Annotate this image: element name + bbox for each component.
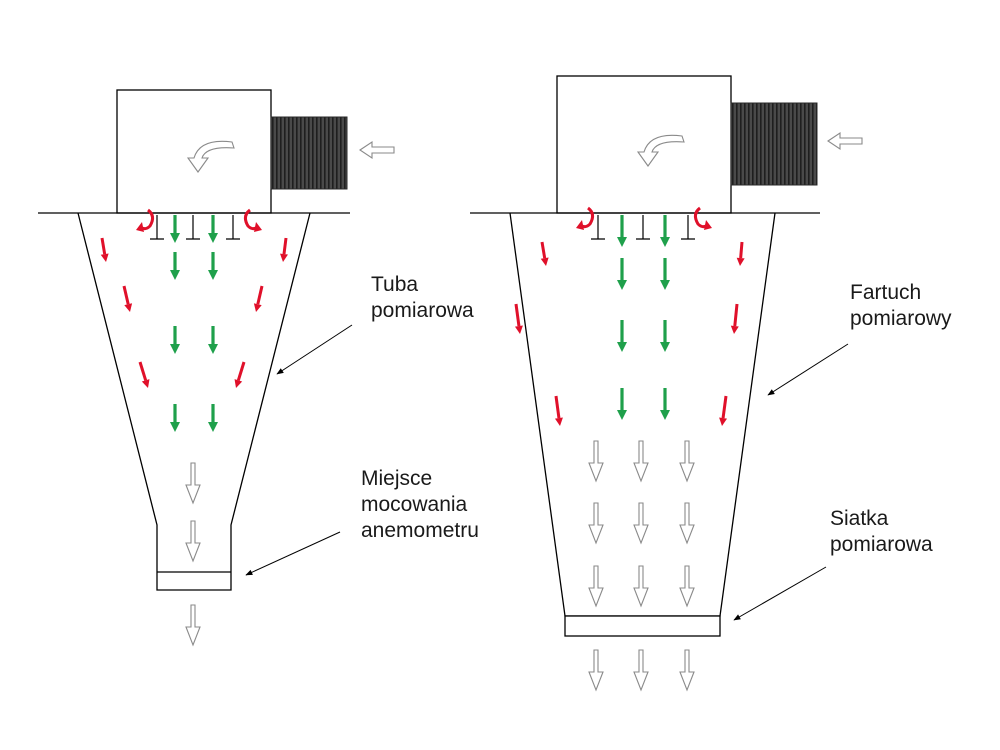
label-tube: Tuba pomiarowa <box>371 272 474 324</box>
left-hose-coupling-icon <box>270 116 348 190</box>
red-curved-arrow-icon <box>693 206 712 230</box>
guide-vane <box>591 215 605 240</box>
hollow-down-arrow-icon <box>679 565 695 608</box>
label-anemometer-mount-line-2: mocowania <box>361 493 468 516</box>
hollow-down-arrow-icon <box>633 502 649 545</box>
inlet-hollow-arrow-icon <box>359 140 395 160</box>
green-down-arrow-icon <box>208 326 218 354</box>
green-down-arrow-icon <box>617 215 627 247</box>
green-down-arrow-icon <box>617 258 627 290</box>
pointer-tube <box>276 324 353 375</box>
red-curved-arrow-icon <box>576 206 595 230</box>
green-down-arrow-icon <box>208 252 218 280</box>
label-apron-line-1: Fartuch <box>850 281 922 304</box>
green-down-arrow-icon <box>660 320 670 352</box>
hollow-down-arrow-icon <box>633 649 649 692</box>
hollow-down-arrow-icon <box>679 440 695 483</box>
green-down-arrow-icon <box>170 215 180 243</box>
swirl-arrow-icon <box>636 134 685 167</box>
green-down-arrow-icon <box>660 258 670 290</box>
red-curved-arrow-icon <box>554 395 563 426</box>
green-down-arrow-icon <box>208 215 218 243</box>
left-fan-housing <box>116 89 272 214</box>
hollow-down-arrow-icon <box>588 502 604 545</box>
airflow-arrows <box>100 131 863 692</box>
green-down-arrow-icon <box>660 215 670 247</box>
green-down-arrow-icon <box>170 404 180 432</box>
measuring-grid <box>564 615 721 637</box>
red-curved-arrow-icon <box>234 361 246 388</box>
red-curved-arrow-icon <box>730 303 739 334</box>
red-curved-arrow-icon <box>280 237 288 262</box>
green-down-arrow-icon <box>617 320 627 352</box>
red-curved-arrow-icon <box>136 208 155 232</box>
hollow-down-arrow-icon <box>588 649 604 692</box>
red-curved-arrow-icon <box>253 285 264 312</box>
swirl-arrow-icon <box>186 140 235 173</box>
green-down-arrow-icon <box>170 252 180 280</box>
red-curved-arrow-icon <box>736 241 745 266</box>
label-anemometer-mount-line-3: anemometru <box>361 519 479 542</box>
label-apron-line-2: pomiarowy <box>850 307 952 330</box>
pointer-apron <box>767 343 849 396</box>
tube-device <box>38 89 350 591</box>
red-curved-arrow-icon <box>243 208 262 232</box>
pointer-grid <box>733 566 827 621</box>
label-apron: Fartuch pomiarowy <box>850 280 952 332</box>
pointer-anemometer-mount <box>245 531 341 576</box>
hollow-down-arrow-icon <box>185 520 201 563</box>
apron-device <box>470 75 820 637</box>
label-tube-line-1: Tuba <box>371 273 419 296</box>
green-down-arrow-icon <box>208 404 218 432</box>
green-down-arrow-icon <box>660 388 670 420</box>
guide-vane <box>636 215 650 240</box>
label-grid: Siatka pomiarowa <box>830 506 933 558</box>
label-anemometer-mount-line-1: Miejsce <box>361 467 433 490</box>
hollow-down-arrow-icon <box>633 440 649 483</box>
guide-vane <box>150 215 164 240</box>
hollow-down-arrow-icon <box>588 565 604 608</box>
red-curved-arrow-icon <box>719 395 728 426</box>
right-apron-body <box>509 212 776 617</box>
label-anemometer-mount: Miejsce mocowania anemometru <box>361 466 479 544</box>
guide-vane <box>226 215 240 240</box>
red-curved-arrow-icon <box>100 237 109 262</box>
label-grid-line-1: Siatka <box>830 507 889 530</box>
hollow-down-arrow-icon <box>679 649 695 692</box>
inlet-hollow-arrow-icon <box>827 131 863 151</box>
guide-vane <box>681 215 695 240</box>
red-curved-arrow-icon <box>122 285 133 312</box>
hollow-down-arrow-icon <box>185 604 201 647</box>
guide-vane <box>186 215 200 240</box>
left-cone-body <box>77 212 311 591</box>
hollow-down-arrow-icon <box>185 462 201 505</box>
right-hose-coupling-icon <box>730 102 818 186</box>
hollow-down-arrow-icon <box>633 565 649 608</box>
right-fan-housing <box>556 75 732 214</box>
red-curved-arrow-icon <box>514 303 523 334</box>
red-curved-arrow-icon <box>540 241 549 266</box>
green-down-arrow-icon <box>170 326 180 354</box>
label-tube-line-2: pomiarowa <box>371 299 474 322</box>
red-curved-arrow-icon <box>138 361 150 388</box>
label-grid-line-2: pomiarowa <box>830 533 933 556</box>
hollow-down-arrow-icon <box>679 502 695 545</box>
green-down-arrow-icon <box>617 388 627 420</box>
hollow-down-arrow-icon <box>588 440 604 483</box>
